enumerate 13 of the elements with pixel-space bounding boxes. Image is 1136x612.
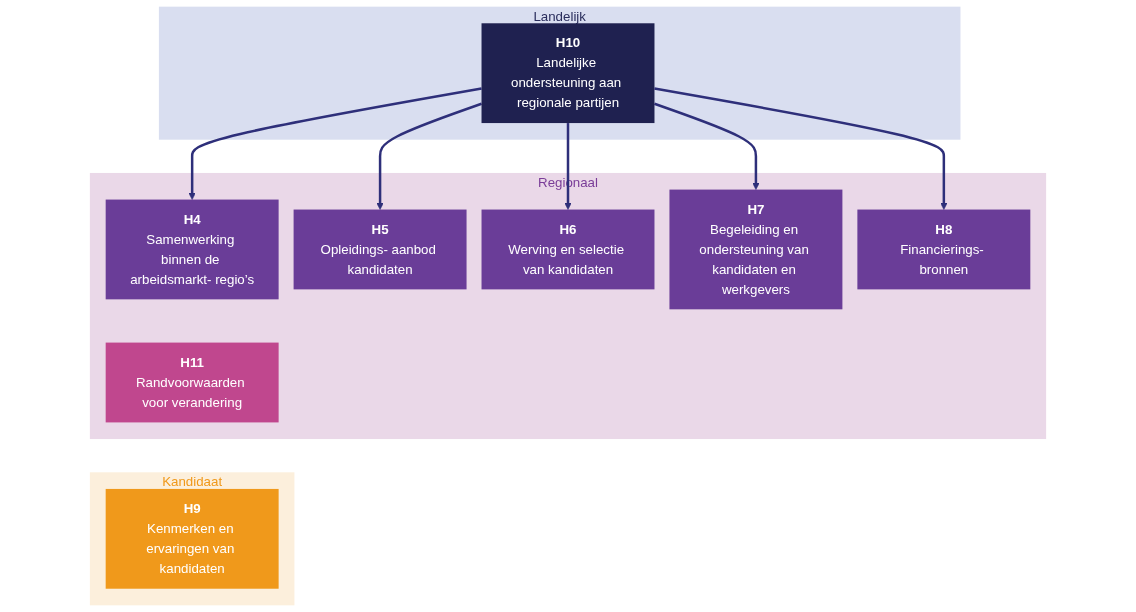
node-box: H4 Samenwerking binnen de arbeidsmarkt- regio’s: [105, 199, 279, 300]
node-box: H5 Opleidings- aanbod kandidaten: [293, 209, 467, 290]
arrow: [564, 123, 572, 210]
node-box: H6 Werving en selectie van kandidaten: [481, 209, 655, 290]
node-box: H8 Financierings- bronnen: [857, 209, 1031, 290]
arrow: [376, 102, 482, 210]
arrow: [654, 87, 948, 210]
node-box: H10 Landelijke ondersteuning aan regionale partijen: [481, 23, 655, 124]
node-box: H11 Randvoorwaarden voor verandering: [105, 342, 279, 423]
arrow: [188, 87, 482, 200]
arrow: [654, 102, 760, 190]
node-box: H7 Begeleiding en ondersteuning van kandidaten en werkgevers: [669, 189, 843, 310]
node-box: H9 Kenmerken en ervaringen van kandidaten: [105, 488, 279, 589]
